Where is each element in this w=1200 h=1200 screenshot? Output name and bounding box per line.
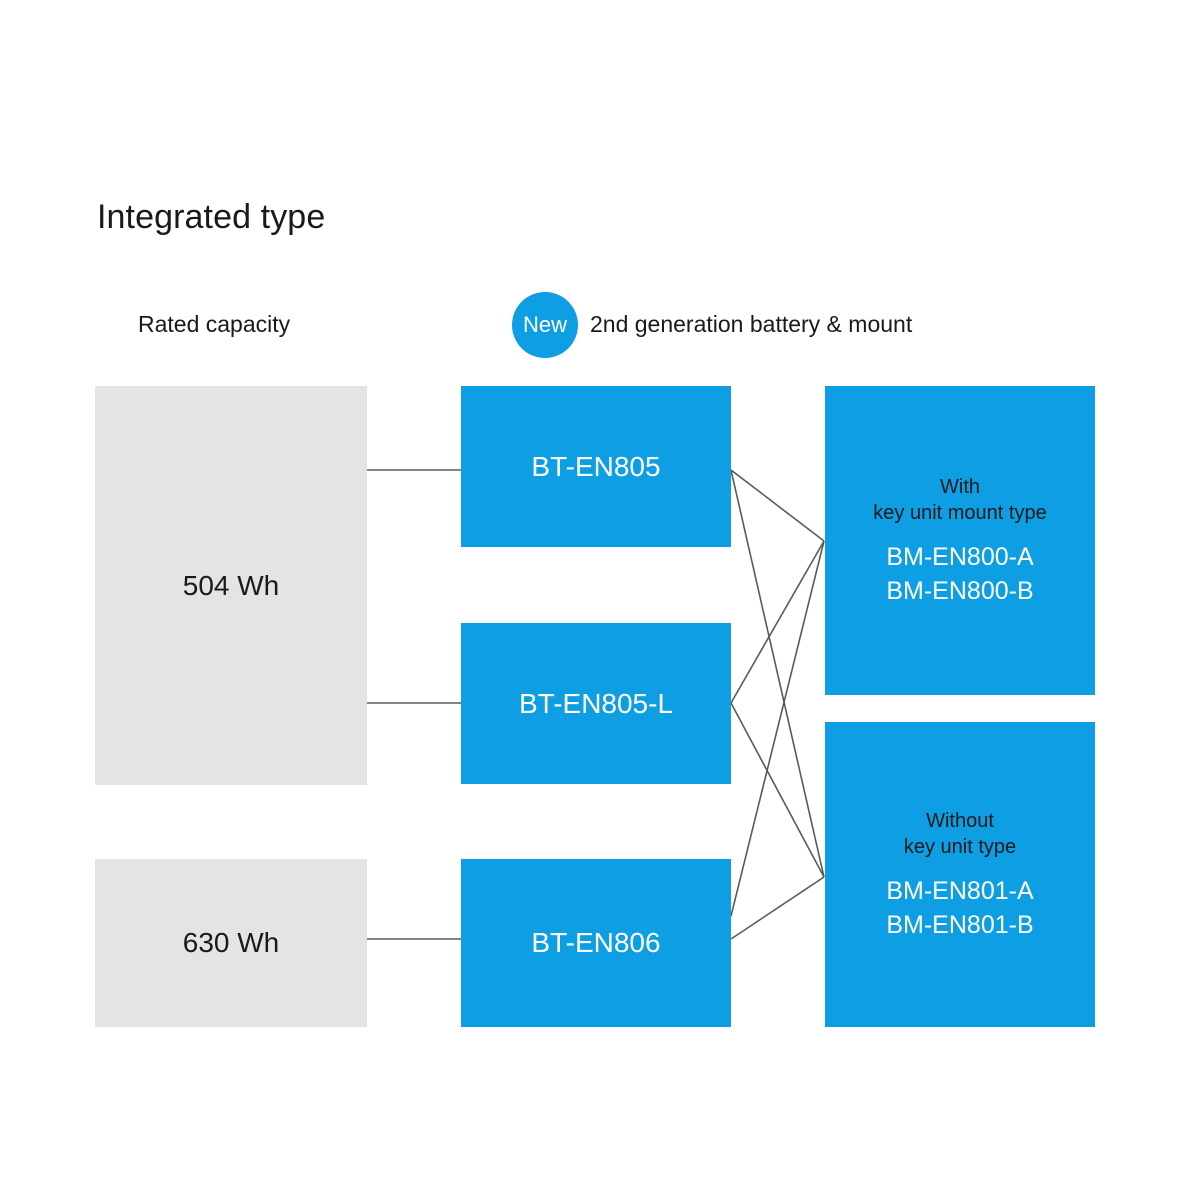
link-en805-to-801 [730,469,825,878]
battery-box-bt-en805[interactable]: BT-EN805 [461,386,731,547]
capacity-box-630[interactable]: 630 Wh [95,859,367,1027]
battery-model: BT-EN805-L [518,687,674,719]
mount-code: BM-EN800-B [886,577,1034,606]
mount-type-line2: key unit mount type [873,501,1047,524]
new-badge-label: New [522,312,567,337]
new-badge: New [512,292,578,358]
mount-box-bm-en800[interactable]: With key unit mount type BM-EN800-A BM-E… [825,386,1095,695]
battery-box-bt-en806[interactable]: BT-EN806 [461,859,731,1027]
capacity-value: 630 Wh [182,927,280,959]
mount-code: BM-EN801-A [886,877,1034,906]
mount-code-list: BM-EN801-A BM-EN801-B [886,876,1033,940]
mount-type-line2: key unit type [903,835,1017,858]
capacity-value: 504 Wh [182,569,280,601]
mount-code: BM-EN801-B [886,911,1034,940]
link-en805l-to-801 [730,702,825,878]
link-en805l-to-800 [730,540,825,704]
battery-box-bt-en805-l[interactable]: BT-EN805-L [461,623,731,784]
link-en806-to-800 [730,540,825,917]
column-header-rated-capacity: Rated capacity [138,311,291,337]
mount-type-line1: Without [926,809,994,832]
mount-type-line1: With [940,475,980,498]
mount-code-list: BM-EN800-A BM-EN800-B [886,542,1033,606]
page-title: Integrated type [97,198,326,236]
capacity-box-504[interactable]: 504 Wh [95,386,367,785]
link-en805-to-800 [730,469,825,542]
mount-code: BM-EN800-A [886,543,1034,572]
battery-model: BT-EN805 [531,450,661,482]
mount-box-bm-en801[interactable]: Without key unit type BM-EN801-A BM-EN80… [825,722,1095,1027]
battery-model: BT-EN806 [531,927,661,959]
column-header-generation: 2nd generation battery & mount [590,311,913,337]
link-en806-to-801 [730,876,825,940]
